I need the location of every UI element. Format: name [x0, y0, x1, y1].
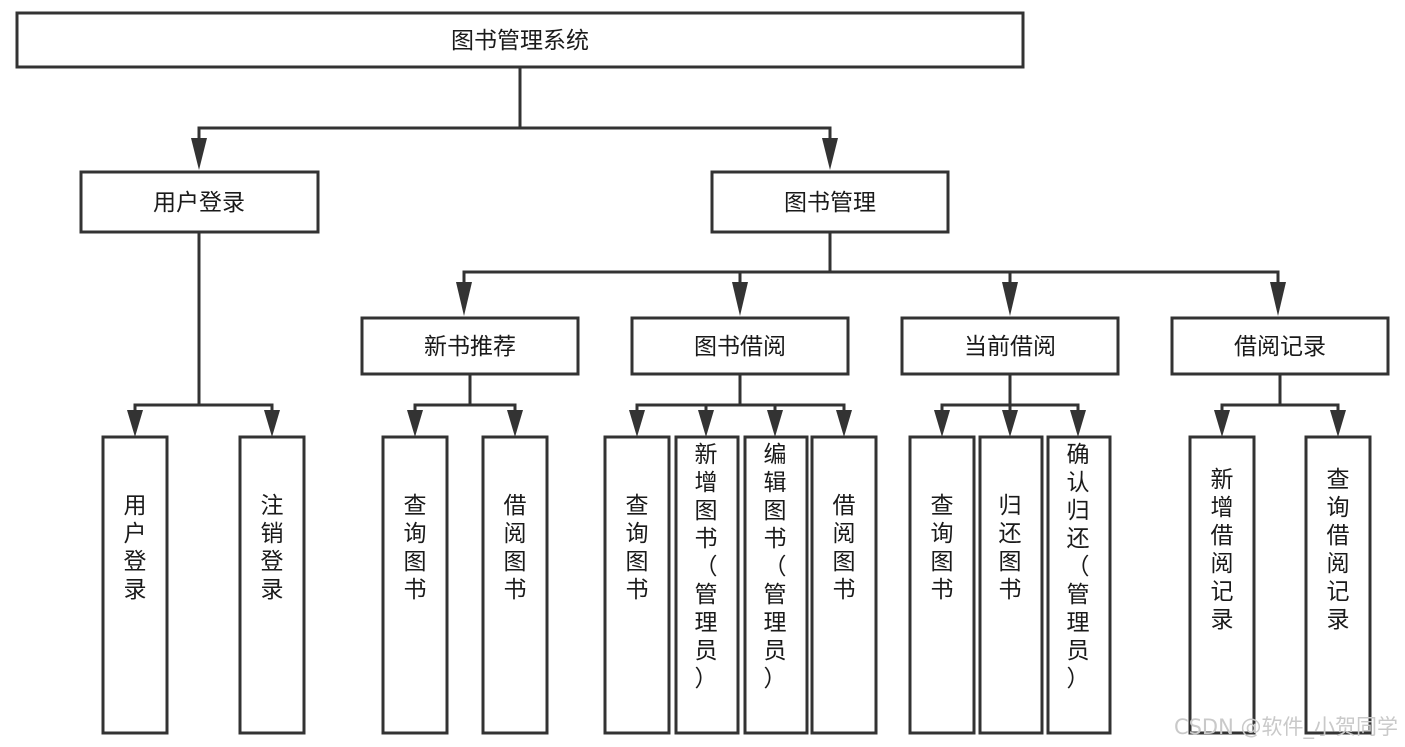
node-borrow-record-label: 借阅记录 — [1234, 334, 1326, 360]
node-leaf-confirm-return[interactable]: 确认归还（管理员） — [1046, 435, 1112, 735]
node-user-login-label: 用户登录 — [153, 190, 245, 216]
arrow-head-leaf-return-book — [1002, 410, 1018, 437]
node-leaf-user-login-box[interactable] — [101, 435, 169, 735]
node-book-borrow-label: 图书借阅 — [694, 334, 786, 360]
arrow-head-newbookrec — [456, 282, 472, 316]
arrow-head-leaf-logout — [264, 410, 280, 437]
node-root-label: 图书管理系统 — [451, 28, 589, 54]
node-borrow-record[interactable]: 借阅记录 — [1170, 316, 1390, 376]
node-leaf-borrow-book-2-box[interactable] — [810, 435, 878, 735]
arrow-head-leaf-edit-book — [767, 410, 783, 437]
node-leaf-edit-book-box[interactable] — [743, 435, 809, 735]
csdn-watermark: CSDN @软件_小贺同学 — [1174, 715, 1398, 740]
arrow-head-bookmanage — [822, 138, 838, 170]
node-leaf-borrow-book-1-label: 借阅图书 — [504, 493, 527, 603]
node-leaf-return-book-box[interactable] — [978, 435, 1044, 735]
node-leaf-add-book-box[interactable] — [674, 435, 740, 735]
node-leaf-query-book-3-box[interactable] — [908, 435, 976, 735]
node-root[interactable]: 图书管理系统 — [15, 11, 1025, 69]
node-leaf-return-book-label: 归还图书 — [999, 493, 1022, 603]
arrow-head-leaf-confirm-return — [1070, 410, 1086, 437]
node-leaf-query-book-2[interactable]: 查询图书 — [603, 435, 671, 735]
node-user-login-box[interactable] — [79, 170, 320, 234]
node-user-login[interactable]: 用户登录 — [79, 170, 320, 234]
node-leaf-edit-book[interactable]: 编辑图书（管理员） — [743, 435, 809, 735]
node-leaf-borrow-book-2[interactable]: 借阅图书 — [810, 435, 878, 735]
node-book-borrow[interactable]: 图书借阅 — [630, 316, 850, 376]
arrow-head-leaf-query-book-1 — [407, 410, 423, 437]
node-leaf-logout-box[interactable] — [238, 435, 306, 735]
node-leaf-add-record-box[interactable] — [1188, 435, 1256, 735]
arrow-head-leaf-query-record — [1330, 410, 1346, 437]
node-leaf-borrow-book-1-box[interactable] — [481, 435, 549, 735]
node-leaf-confirm-return-label: 确认归还（管理员） — [1067, 442, 1090, 692]
node-leaf-edit-book-label: 编辑图书（管理员） — [764, 442, 787, 692]
node-leaf-query-book-1-label: 查询图书 — [404, 493, 427, 603]
node-leaf-logout-label: 注销登录 — [261, 493, 284, 603]
node-new-book-rec-label: 新书推荐 — [424, 334, 516, 360]
arrow-head-leaf-add-record — [1214, 410, 1230, 437]
node-leaf-add-record-label: 新增借阅记录 — [1211, 467, 1234, 633]
node-leaf-query-book-3-label: 查询图书 — [931, 493, 954, 603]
node-book-borrow-box[interactable] — [630, 316, 850, 376]
connector-group — [127, 65, 1346, 437]
node-leaf-add-book[interactable]: 新增图书（管理员） — [674, 435, 740, 735]
node-new-book-rec[interactable]: 新书推荐 — [360, 316, 580, 376]
node-leaf-logout[interactable]: 注销登录 — [238, 435, 306, 735]
node-book-manage[interactable]: 图书管理 — [710, 170, 950, 234]
node-leaf-add-book-label: 新增图书（管理员） — [695, 442, 718, 692]
arrow-head-leaf-borrow-book-1 — [507, 410, 523, 437]
node-leaf-query-book-2-box[interactable] — [603, 435, 671, 735]
node-leaf-add-record[interactable]: 新增借阅记录 — [1188, 435, 1256, 735]
node-leaf-query-record[interactable]: 查询借阅记录 — [1304, 435, 1372, 735]
node-leaf-user-login[interactable]: 用户登录 — [101, 435, 169, 735]
arrow-head-userlogin — [191, 138, 207, 170]
node-leaf-query-book-1-box[interactable] — [381, 435, 449, 735]
node-leaf-query-book-1[interactable]: 查询图书 — [381, 435, 449, 735]
arrow-head-leaf-query-book-3 — [934, 410, 950, 437]
node-leaf-borrow-book-2-label: 借阅图书 — [833, 493, 856, 603]
node-leaf-query-record-box[interactable] — [1304, 435, 1372, 735]
node-leaf-confirm-return-box[interactable] — [1046, 435, 1112, 735]
node-borrow-record-box[interactable] — [1170, 316, 1390, 376]
node-current-borrow-box[interactable] — [900, 316, 1120, 376]
node-book-manage-label: 图书管理 — [784, 190, 876, 216]
node-leaf-return-book[interactable]: 归还图书 — [978, 435, 1044, 735]
arrow-head-leaf-user-login — [127, 410, 143, 437]
node-current-borrow-label: 当前借阅 — [964, 334, 1056, 360]
node-leaf-user-login-label: 用户登录 — [124, 493, 147, 603]
node-leaf-query-record-label: 查询借阅记录 — [1327, 467, 1350, 633]
node-leaf-query-book-3[interactable]: 查询图书 — [908, 435, 976, 735]
arrow-head-leaf-add-book — [698, 410, 714, 437]
arrow-head-leaf-query-book-2 — [629, 410, 645, 437]
node-leaf-query-book-2-label: 查询图书 — [626, 493, 649, 603]
node-book-manage-box[interactable] — [710, 170, 950, 234]
arrow-head-currentborrow — [1002, 282, 1018, 316]
arrow-head-leaf-borrow-book-2 — [836, 410, 852, 437]
node-current-borrow[interactable]: 当前借阅 — [900, 316, 1120, 376]
node-root-box[interactable] — [15, 11, 1025, 69]
arrow-head-bookborrow — [732, 282, 748, 316]
node-new-book-rec-box[interactable] — [360, 316, 580, 376]
node-leaf-borrow-book-1[interactable]: 借阅图书 — [481, 435, 549, 735]
arrow-head-borrowrecord — [1270, 282, 1286, 316]
